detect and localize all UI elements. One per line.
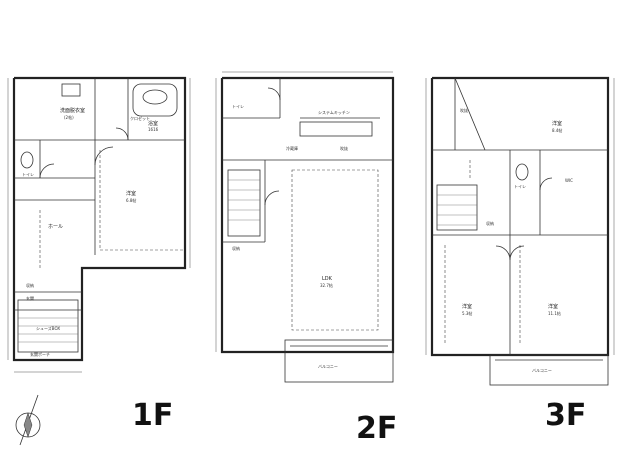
- 1f-storage-label: 収納: [26, 282, 34, 288]
- 1f-hall-label: ホール: [48, 224, 63, 230]
- 3f-wic-label: WIC: [565, 178, 573, 183]
- 1f-shoebox-label: シューズBOX: [36, 325, 60, 331]
- floor-2f: LDK 32.7帖 システムキッチン トイレ 収納 バルコニー 吹抜 冷蔵庫: [215, 71, 395, 383]
- 2f-kitchen-label: システムキッチン: [318, 109, 350, 115]
- 1f-approach-label: 玄関ポーチ: [30, 351, 50, 357]
- 1f-closet-label: クロゼット: [130, 115, 150, 121]
- floor-3f: 洋室 8.4帖 洋室 5.3帖 洋室 11.1帖 WIC バルコニー 収納 トイ…: [425, 76, 615, 386]
- floor-label-1f: 1F: [132, 398, 173, 433]
- 2f-storage-label: 収納: [232, 245, 240, 251]
- 2f-wc-label: トイレ: [232, 104, 244, 109]
- 1f-washroom-area: (2帖): [64, 114, 74, 120]
- 3f-storage-label: 収納: [486, 220, 494, 226]
- north-compass-icon: [15, 394, 41, 446]
- 3f-room1-area: 8.4帖: [552, 127, 562, 133]
- floor-label-2f: 2F: [356, 411, 397, 446]
- floor-label-3f: 3F: [545, 398, 586, 433]
- 2f-ldk-label: LDK: [322, 276, 333, 282]
- 3f-room3-label: 洋室: [548, 303, 558, 310]
- 1f-bath-size: 1616: [148, 127, 159, 132]
- 1f-room-label: 洋室: [126, 190, 136, 197]
- 1f-bath-label: 浴室: [148, 120, 158, 127]
- 3f-room2-area: 5.3帖: [462, 310, 472, 316]
- 1f-toilet-label: トイレ: [22, 172, 34, 177]
- 1f-washroom-label: 洗面脱衣室: [60, 107, 85, 114]
- 3f-balcony-label: バルコニー: [532, 368, 552, 373]
- 2f-ldk-area: 32.7帖: [320, 282, 333, 288]
- 3f-room1-label: 洋室: [552, 120, 562, 127]
- 2f-void-label: 吹抜: [340, 145, 348, 151]
- 3f-wc-label: トイレ: [514, 184, 526, 189]
- 3f-room2-label: 洋室: [462, 303, 472, 310]
- floor-1f: 洗面脱衣室 (2帖) 浴室 1616 トイレ ホール 洋室 6.8帖 クロゼット…: [7, 76, 191, 373]
- 2f-fridge-label: 冷蔵庫: [286, 145, 298, 151]
- 2f-balcony-label: バルコニー: [318, 364, 338, 369]
- 3f-void-label: 吹抜: [460, 107, 468, 113]
- 1f-room-area: 6.8帖: [126, 197, 136, 203]
- 1f-entrance-label: 玄関: [26, 295, 34, 301]
- 3f-room3-area: 11.1帖: [548, 310, 561, 316]
